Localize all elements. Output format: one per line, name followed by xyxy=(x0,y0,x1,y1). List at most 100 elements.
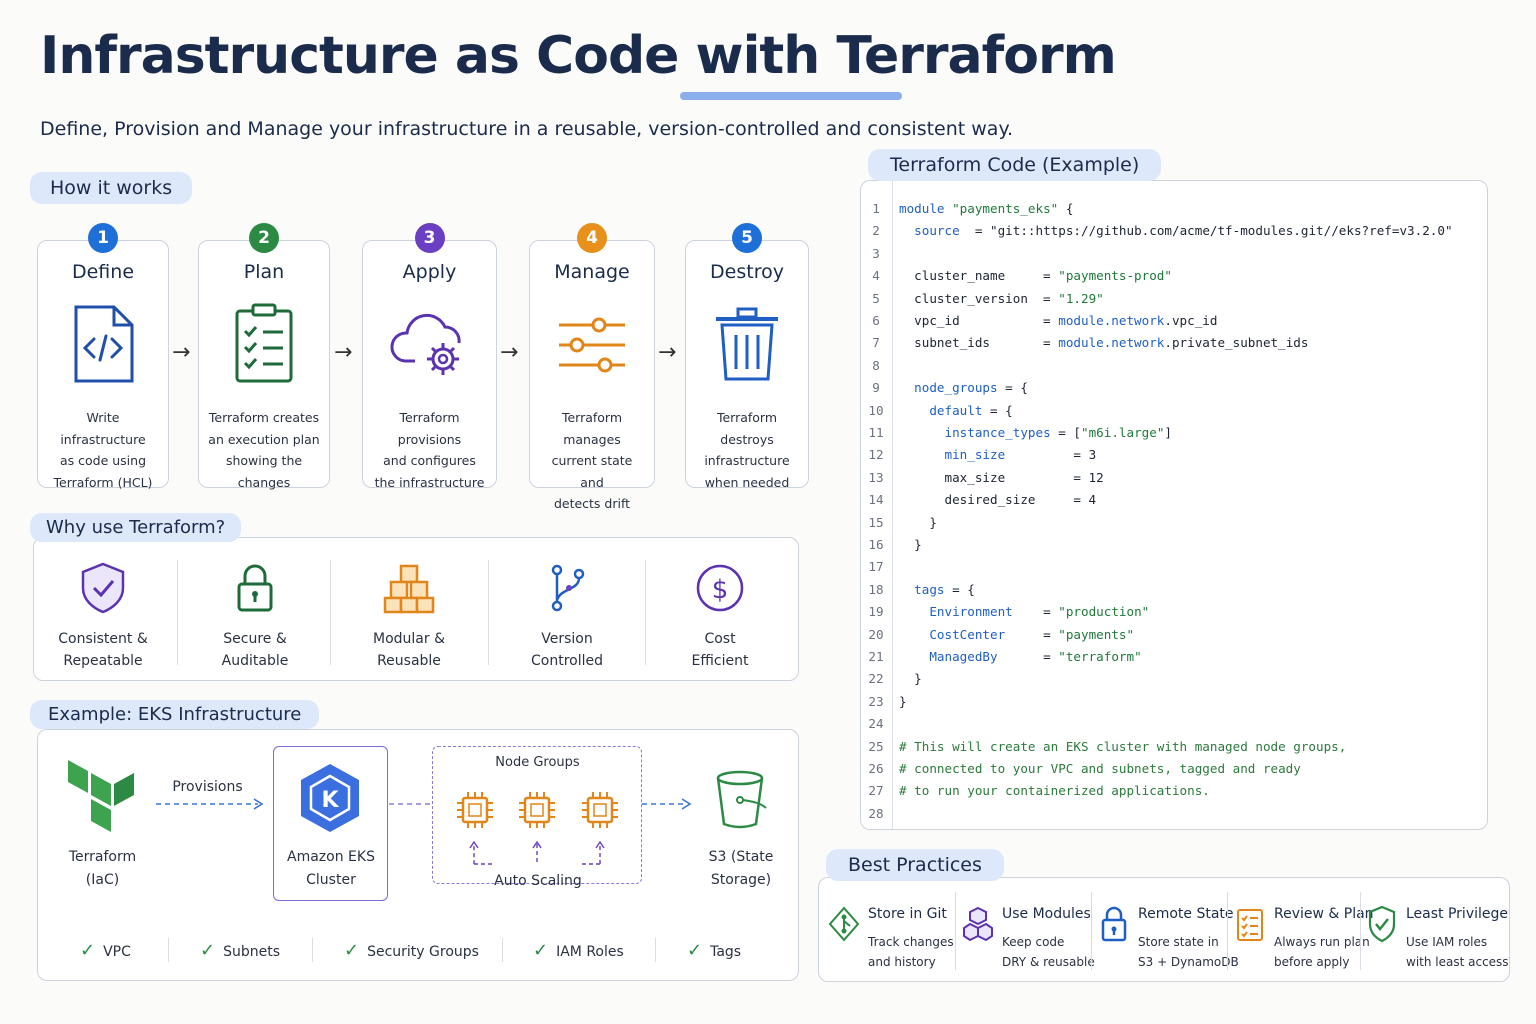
step-desc-line: Terraform destroys xyxy=(716,410,778,447)
code-line: 6 vpc_id = module.network.vpc_id xyxy=(861,310,1217,332)
divider xyxy=(1227,892,1228,970)
git-diamond-icon xyxy=(828,904,860,944)
clipboard-checklist-icon xyxy=(219,299,309,389)
code-line: 18 tags = { xyxy=(861,579,975,601)
padlock-icon xyxy=(229,560,281,616)
chip-icon xyxy=(517,790,557,830)
eks-label: Cluster xyxy=(306,872,356,888)
line-number: 19 xyxy=(868,604,884,620)
svg-text:$: $ xyxy=(712,575,729,605)
step-name: Plan xyxy=(243,261,285,283)
line-number: 13 xyxy=(868,469,884,485)
code-token xyxy=(899,223,914,238)
step-number: 1 xyxy=(88,223,118,253)
code-line: 12 min_size = 3 xyxy=(861,444,1096,466)
line-number: 24 xyxy=(868,716,884,732)
check-subnets: ✓Subnets xyxy=(200,940,280,961)
code-line: 24 xyxy=(861,713,899,735)
step-desc-line: showing the changes xyxy=(225,453,303,490)
check-label: VPC xyxy=(103,944,131,960)
best-practices-card xyxy=(818,877,1510,982)
divider xyxy=(312,938,313,962)
checkmark-icon: ✓ xyxy=(533,940,549,961)
line-number: 11 xyxy=(868,425,884,440)
code-line: 8 xyxy=(861,355,899,377)
divider xyxy=(488,560,489,665)
code-token: = xyxy=(959,223,991,239)
why-item-consistent: Consistent &Repeatable xyxy=(48,560,158,672)
code-token: "1.29" xyxy=(1058,290,1104,306)
code-token: cluster_name = xyxy=(899,268,1059,284)
checkmark-icon: ✓ xyxy=(687,940,703,961)
code-line: 9 node_groups = { xyxy=(861,377,1028,399)
check-label: Subnets xyxy=(223,944,281,960)
line-number: 5 xyxy=(872,290,880,306)
step-number: 2 xyxy=(249,223,279,253)
line-number: 20 xyxy=(868,626,884,642)
code-line: 26# connected to your VPC and subnets, t… xyxy=(861,758,1300,780)
bp-desc: Keep code xyxy=(1002,935,1065,949)
why-item-label: Version xyxy=(541,631,593,647)
line-number: 22 xyxy=(868,671,884,687)
code-line: 13 max_size = 12 xyxy=(861,467,1103,489)
cloud-gear-icon xyxy=(385,299,475,389)
why-item-label: Reusable xyxy=(377,653,441,669)
code-line: 19 Environment = "production" xyxy=(861,601,1149,623)
step-desc-line: Terraform (HCL) xyxy=(53,474,153,490)
eks-label: Amazon EKS xyxy=(287,849,375,865)
code-token: } xyxy=(899,537,922,552)
step-number: 3 xyxy=(414,223,445,253)
divider xyxy=(168,938,169,962)
step-desc-line: Terraform provisions xyxy=(397,410,462,447)
code-token: } xyxy=(899,693,907,709)
step-number: 4 xyxy=(577,223,607,253)
divider xyxy=(177,560,178,665)
why-terraform-label: Why use Terraform? xyxy=(30,513,242,542)
line-number: 8 xyxy=(872,357,880,373)
line-number: 26 xyxy=(868,761,884,776)
code-line: 4 cluster_name = "payments-prod" xyxy=(861,265,1172,287)
code-token: min_size xyxy=(944,447,1006,463)
code-line: 16 } xyxy=(861,534,922,556)
line-number: 15 xyxy=(868,514,884,530)
divider xyxy=(1091,892,1092,970)
step-desc-line: and configures xyxy=(383,453,476,468)
node-groups-label: Node Groups xyxy=(495,755,580,770)
modules-icon xyxy=(962,904,994,944)
bp-title: Use Modules xyxy=(1002,906,1091,922)
code-token xyxy=(899,627,929,642)
bp-title: Remote State xyxy=(1138,906,1234,922)
step-name: Apply xyxy=(402,261,457,283)
code-token: "production" xyxy=(1058,604,1150,620)
code-token xyxy=(899,649,929,664)
code-token: = { xyxy=(944,581,975,597)
code-line: 25# This will create an EKS cluster with… xyxy=(861,736,1346,758)
sliders-icon xyxy=(547,299,637,389)
dollar-icon: $ xyxy=(694,560,746,616)
check-label: IAM Roles xyxy=(556,944,624,960)
code-token: = { xyxy=(982,402,1013,418)
bp-desc: S3 + DynamoDB xyxy=(1138,955,1239,969)
code-line: 3 xyxy=(861,243,899,265)
step-desc-line: when needed xyxy=(704,474,790,490)
line-number: 23 xyxy=(868,693,884,709)
code-token: module.network xyxy=(1058,313,1165,328)
s3-label: S3 (State xyxy=(708,849,774,865)
check-label: Security Groups xyxy=(367,944,479,960)
line-number: 4 xyxy=(872,268,880,284)
auto-scaling-arrows xyxy=(469,840,605,865)
code-token: "m6i.large" xyxy=(1081,425,1165,440)
step-desc-line: current state and xyxy=(551,453,633,490)
arrow-right-icon: → xyxy=(500,340,519,365)
code-line: 22 } xyxy=(861,668,921,690)
node-groups-box xyxy=(432,746,642,884)
code-line: 7 subnet_ids = module.network.private_su… xyxy=(861,332,1308,354)
provisions-label: Provisions xyxy=(172,779,243,795)
divider xyxy=(502,938,503,962)
why-item-label: Auditable xyxy=(221,653,289,669)
line-number: 16 xyxy=(868,537,884,552)
code-token: "terraform" xyxy=(1058,649,1142,664)
divider xyxy=(655,938,656,962)
code-token: CostCenter xyxy=(929,626,1006,642)
